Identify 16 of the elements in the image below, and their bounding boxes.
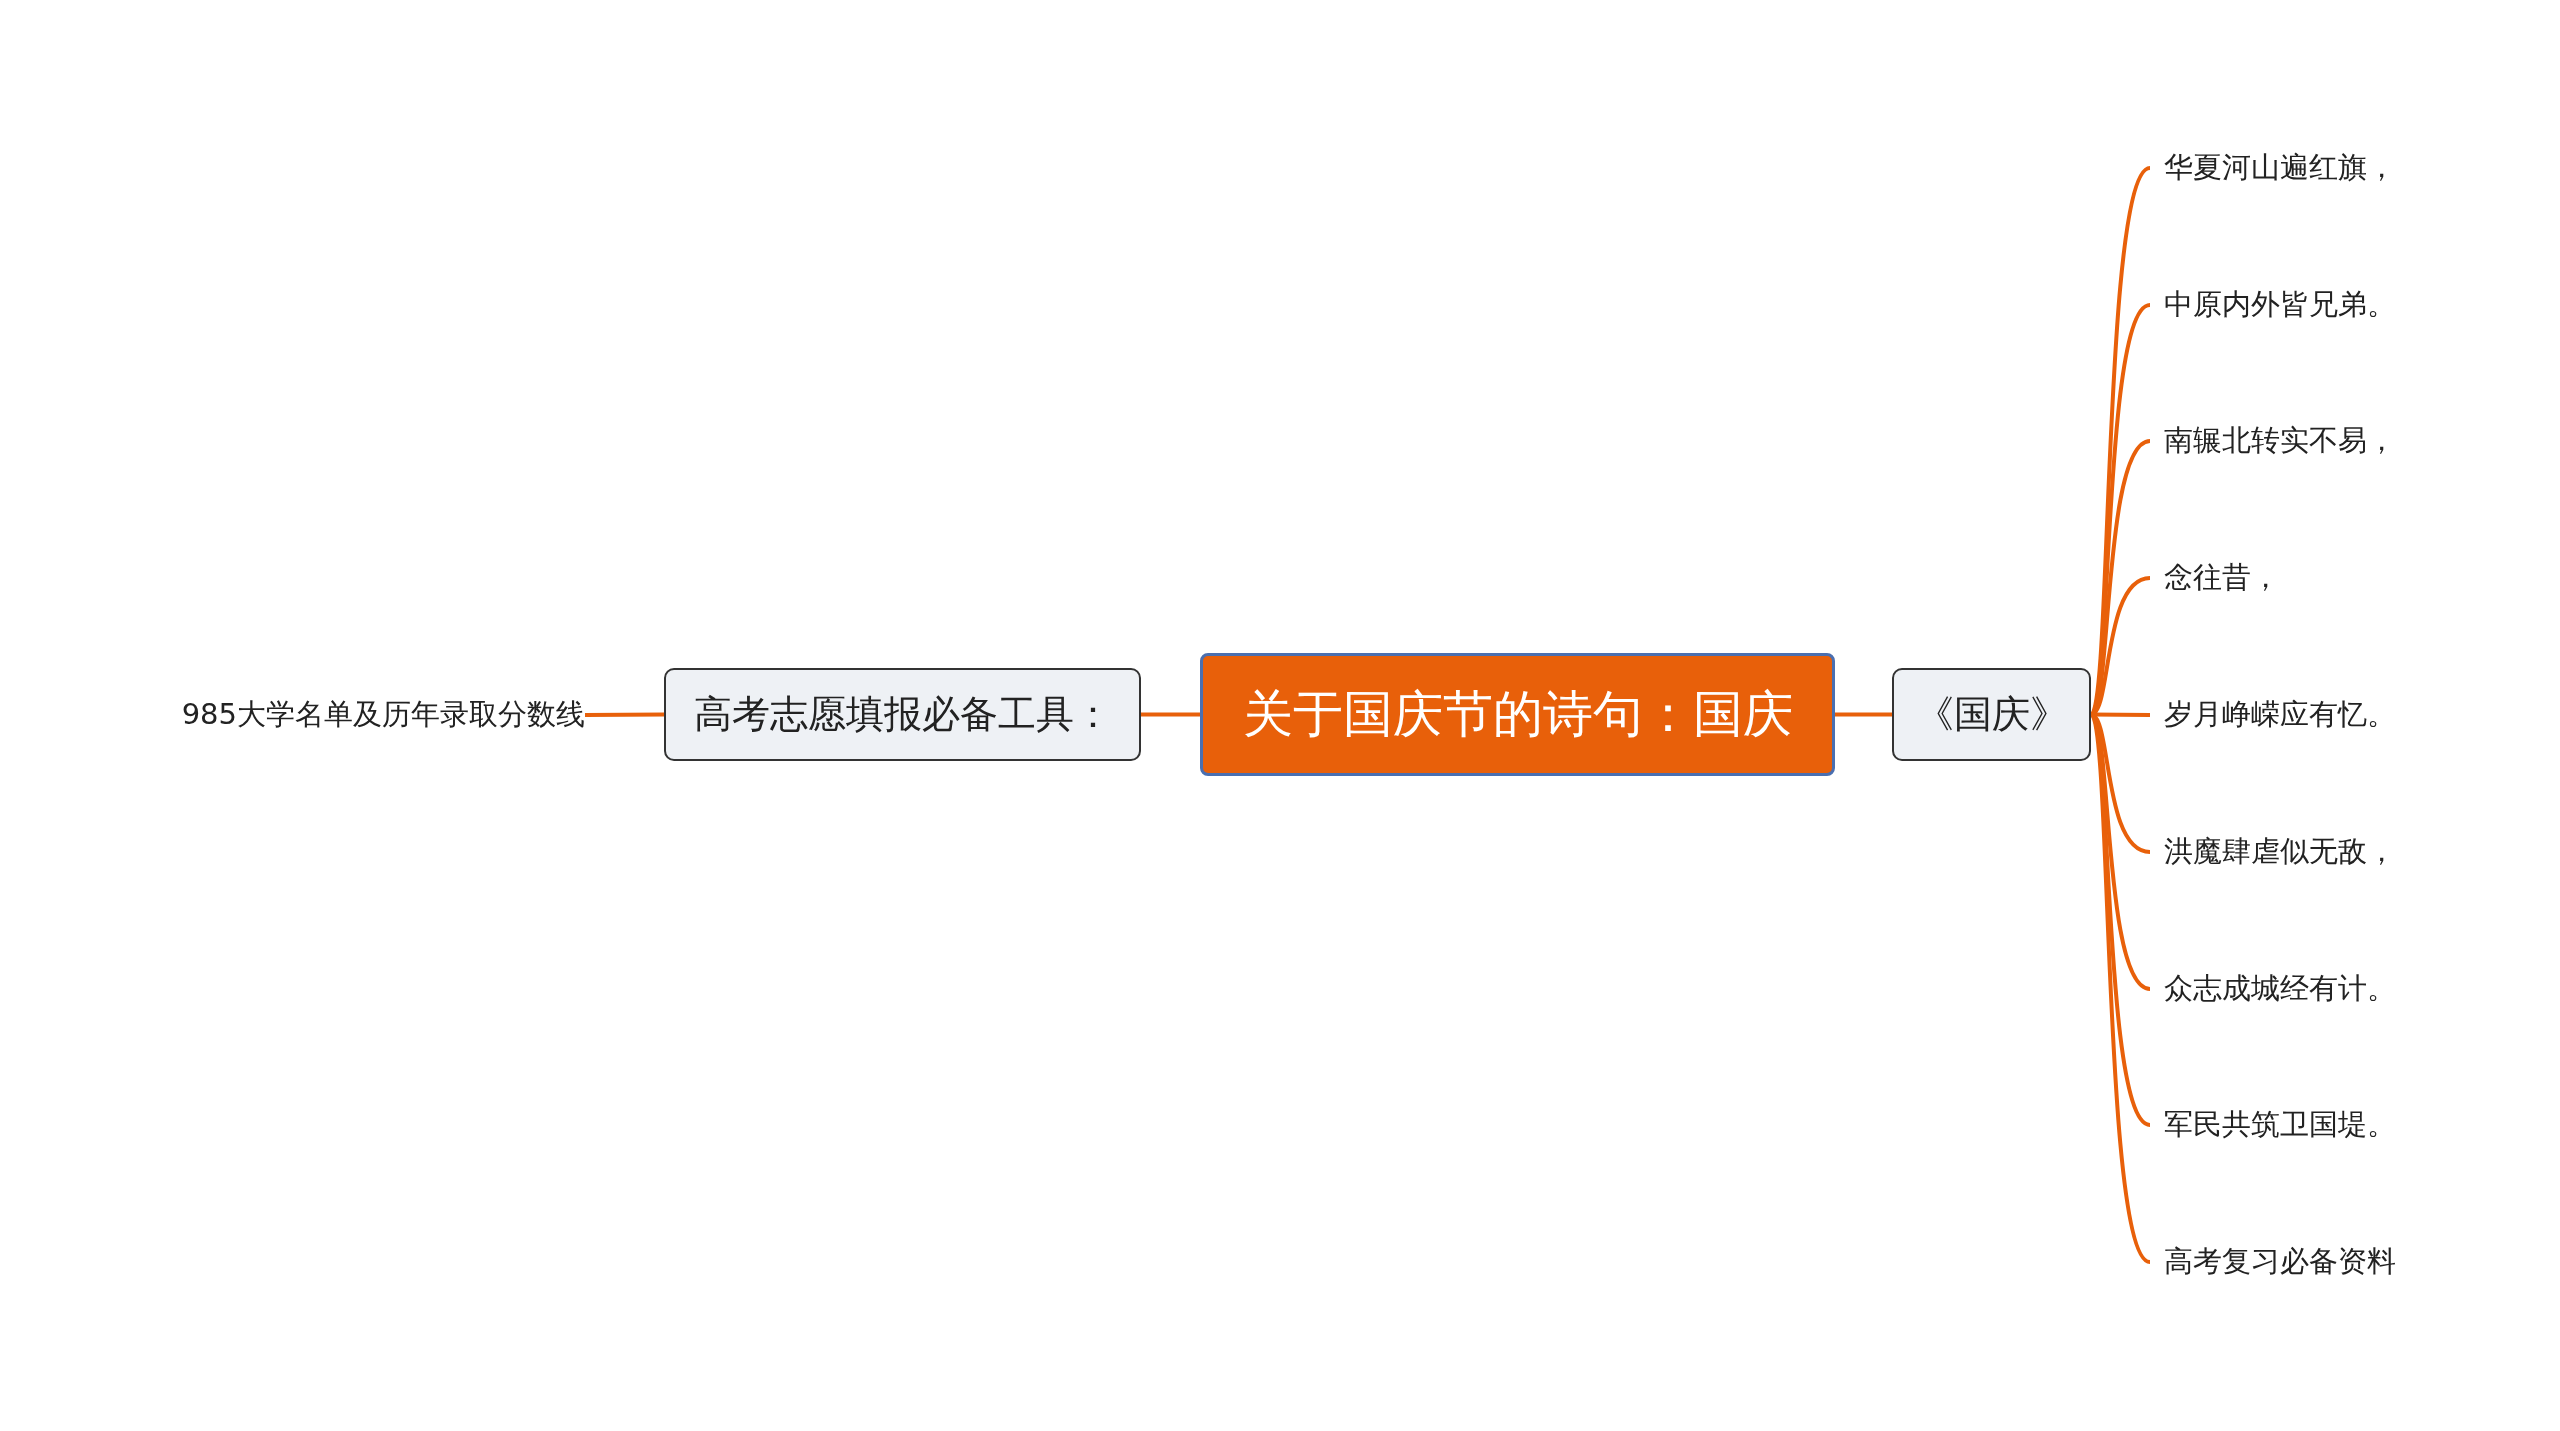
topic-text: 众志成城经有计。 xyxy=(2150,966,2396,1012)
topic-text: 中原内外皆兄弟。 xyxy=(2150,282,2396,328)
topic-box: 《国庆》 xyxy=(1892,668,2091,761)
topic-text: 985大学名单及历年录取分数线 xyxy=(140,692,585,738)
connector-line xyxy=(1835,712,1892,717)
topic-text: 念往昔， xyxy=(2150,555,2280,601)
topic-box: 高考志愿填报必备工具： xyxy=(664,668,1141,761)
topic-text: 岁月峥嵘应有忆。 xyxy=(2150,692,2396,738)
connector-line xyxy=(585,712,664,717)
central-topic-box: 关于国庆节的诗句：国庆 xyxy=(1200,653,1835,776)
topic-text: 洪魔肆虐似无敌， xyxy=(2150,829,2396,875)
connector-line xyxy=(1141,712,1200,717)
topic-text: 南辗北转实不易， xyxy=(2150,418,2396,464)
topic-text: 华夏河山遍红旗， xyxy=(2150,145,2396,191)
topic-text: 军民共筑卫国堤。 xyxy=(2150,1102,2396,1148)
topic-text: 高考复习必备资料 xyxy=(2150,1239,2396,1285)
